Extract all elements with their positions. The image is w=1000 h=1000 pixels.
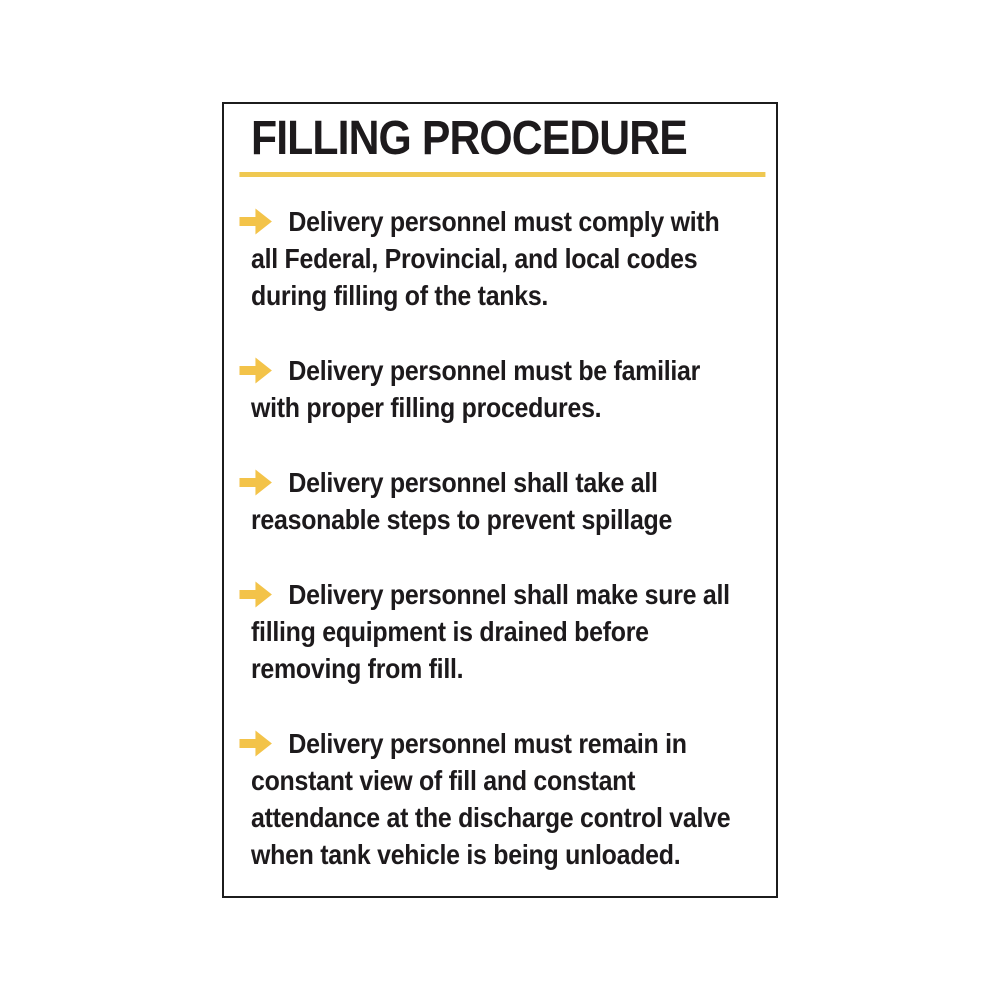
bullet-item: Delivery personnel shall make sure all f… xyxy=(239,576,765,687)
bullet-text: Delivery personnel shall take all reason… xyxy=(251,466,673,535)
bullet-item: Delivery personnel must comply with all … xyxy=(239,203,765,314)
bullet-item: Delivery personnel must remain in consta… xyxy=(239,725,765,873)
bullet-item: Delivery personnel shall take all reason… xyxy=(239,464,765,538)
arrow-right-icon xyxy=(239,207,272,234)
title-underline xyxy=(239,172,766,177)
bullet-item: Delivery personnel must be familiar with… xyxy=(239,352,765,426)
bullet-text: Delivery personnel must comply with all … xyxy=(251,205,720,311)
sign-content: FILLING PROCEDURE Delivery personnel mus… xyxy=(239,112,766,873)
sign-title: FILLING PROCEDURE xyxy=(251,112,688,165)
arrow-right-icon xyxy=(239,468,272,495)
arrow-right-icon xyxy=(239,356,272,383)
sign-panel: FILLING PROCEDURE Delivery personnel mus… xyxy=(222,102,778,898)
bullet-text: Delivery personnel shall make sure all f… xyxy=(251,578,730,684)
arrow-right-icon xyxy=(239,729,272,756)
bullet-text: Delivery personnel must be familiar with… xyxy=(251,354,701,423)
bullet-text: Delivery personnel must remain in consta… xyxy=(251,727,731,870)
arrow-right-icon xyxy=(239,580,272,607)
